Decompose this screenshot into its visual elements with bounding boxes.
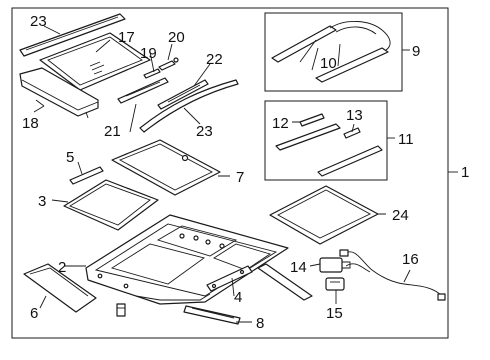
callout-12: 12 <box>272 115 289 132</box>
callout-23-top: 23 <box>30 13 47 30</box>
callout-6: 6 <box>30 305 38 322</box>
part-18-wind-deflector <box>19 67 99 119</box>
part-20-clip <box>158 57 179 71</box>
part-7-rear-glass <box>111 139 221 196</box>
callout-3: 3 <box>38 193 46 210</box>
part-15-switch <box>325 277 345 291</box>
callout-20: 20 <box>168 29 185 46</box>
part-4-bracket <box>206 265 253 292</box>
diagram-frame <box>11 7 449 339</box>
part-14-motor <box>319 257 351 273</box>
part-12-guide <box>299 113 325 127</box>
callout-7: 7 <box>236 169 244 186</box>
callout-10: 10 <box>320 55 337 72</box>
subgroup-box-11 <box>264 100 388 181</box>
callout-23-long: 23 <box>196 123 213 140</box>
subgroup-box-9 <box>264 12 403 92</box>
part-21-guide-rail <box>117 77 169 104</box>
part-9-track-assembly <box>271 21 391 83</box>
callout-11: 11 <box>398 131 414 148</box>
callout-13: 13 <box>346 107 363 124</box>
callout-4: 4 <box>234 289 242 306</box>
callout-22: 22 <box>206 51 223 68</box>
callout-9: 9 <box>412 43 420 60</box>
part-17-glass-panel <box>39 32 151 91</box>
part-16-wire-harness <box>339 249 446 301</box>
part-3-glass-seal <box>63 179 159 231</box>
callout-1: 1 <box>461 164 469 181</box>
callout-19: 19 <box>140 45 157 62</box>
part-19-bracket <box>143 68 161 79</box>
callout-21: 21 <box>104 123 121 140</box>
leader-lines <box>33 25 411 323</box>
callout-5: 5 <box>66 149 74 166</box>
callout-16: 16 <box>402 251 419 268</box>
part-5-seal-strip <box>69 166 104 185</box>
part-side-rail <box>257 263 313 301</box>
part-22-rail <box>157 79 209 110</box>
callout-14: 14 <box>290 259 307 276</box>
callout-8: 8 <box>256 315 264 332</box>
part-bolt <box>116 303 126 317</box>
part-2-sunroof-frame <box>85 214 289 305</box>
callout-15: 15 <box>326 305 343 322</box>
part-11-rails <box>275 123 383 177</box>
part-24-sunshade-panel <box>269 185 379 245</box>
callout-24: 24 <box>392 207 409 224</box>
part-13-clip <box>343 127 361 139</box>
callout-17: 17 <box>118 29 135 46</box>
part-23-weatherstrip-top <box>19 13 126 57</box>
part-6-sunshade <box>23 263 97 313</box>
callout-18: 18 <box>22 115 39 132</box>
callout-2: 2 <box>58 259 66 276</box>
part-23-weatherstrip-long <box>139 79 239 133</box>
part-8-rear-rail <box>183 305 241 325</box>
